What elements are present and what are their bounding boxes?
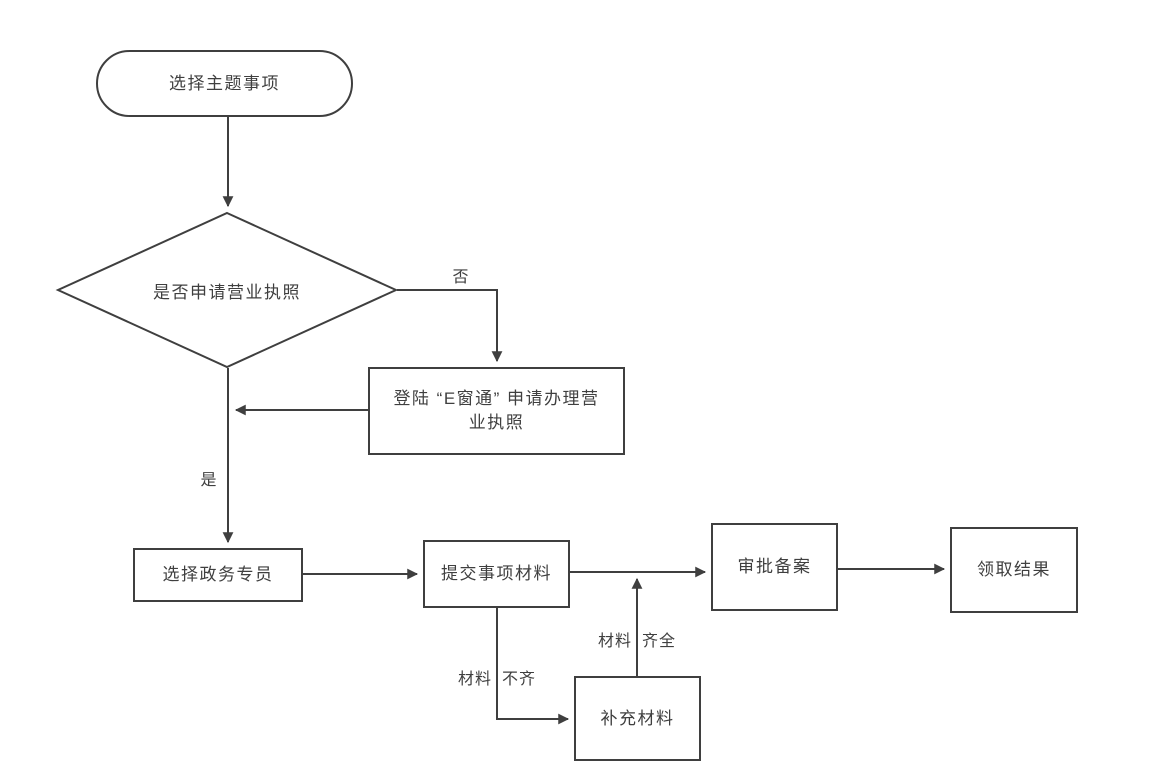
node-ewindow: 登陆 “E窗通” 申请办理营业执照 [368,367,625,455]
node-submit-label: 提交事项材料 [441,564,552,583]
edge-label-no: 否 [452,269,470,286]
edge-label-yes: 是 [200,472,218,489]
node-start-label: 选择主题事项 [169,73,280,93]
node-ewindow-label: 登陆 “E窗通” 申请办理营业执照 [393,389,600,432]
node-select-agent: 选择政务专员 [133,548,303,602]
node-decision-shape [55,211,399,369]
node-supplement: 补充材料 [574,676,701,761]
node-approve: 审批备案 [711,523,838,611]
node-approve-label: 审批备案 [737,557,812,576]
node-select-agent-label: 选择政务专员 [162,565,274,584]
edge-label-materials-complete-left: 材料 [597,633,632,650]
node-submit: 提交事项材料 [423,540,570,608]
edge-label-materials-complete-right: 齐全 [642,633,677,650]
node-result: 领取结果 [950,527,1078,613]
edge-label-materials-incomplete-left: 材料 [457,671,492,688]
edge-decision-to-ewindow [397,289,503,363]
node-start: 选择主题事项 [96,50,353,117]
node-decision-label: 是否申请营业执照 [153,283,301,302]
edge-submit-to-supplement [496,608,570,725]
edge-label-materials-incomplete-right: 不齐 [502,671,537,688]
node-supplement-label: 补充材料 [600,708,675,728]
node-result-label: 领取结果 [977,560,1051,579]
